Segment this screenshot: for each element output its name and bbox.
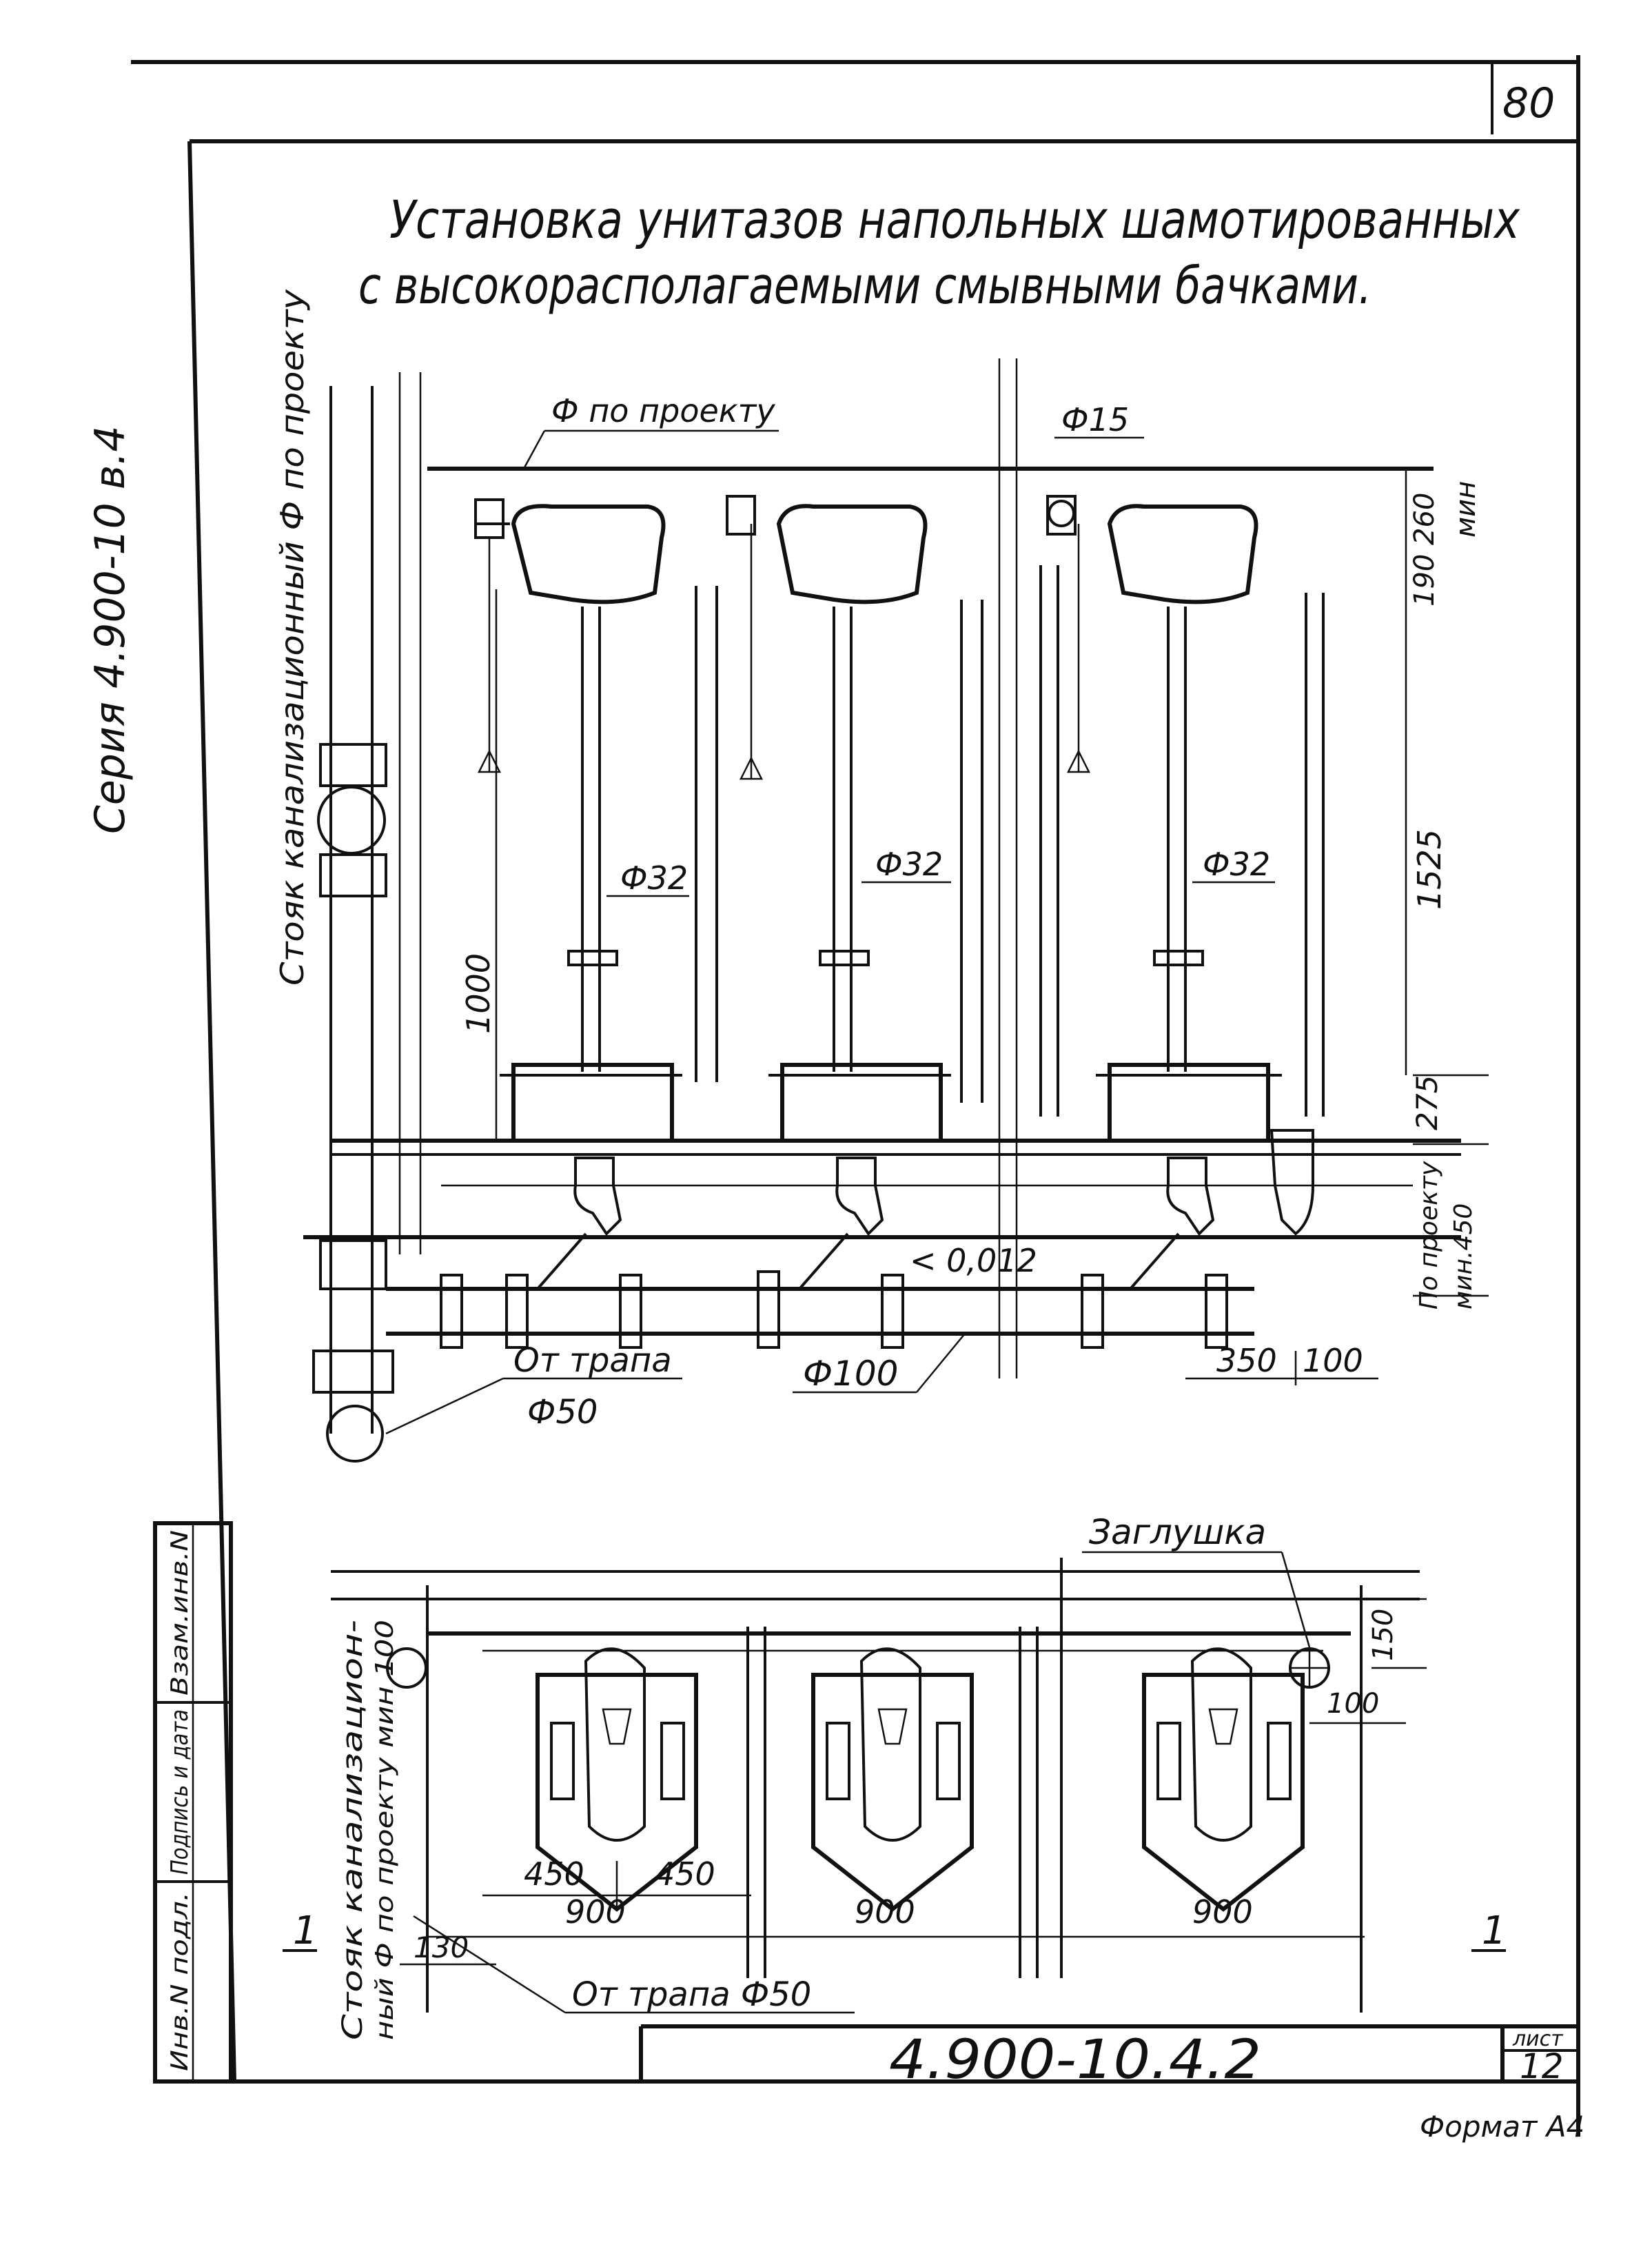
plan-dimensions: 150 100 450 450 900 900 900 130 [400,1598,1427,1966]
sewer-main-label: Ф100 [803,1354,898,1394]
supply-branch-label: Ф15 [1061,401,1129,438]
riser-plan-circle [386,1647,427,1689]
dim-350: 350 [1216,1342,1277,1379]
wc-unit-1: Ф32 [474,498,689,1236]
wc-plan-2 [811,1647,974,1912]
sheet-number: 80 [1502,79,1555,128]
stamp-inv-podl: Инв.N подл. [166,1892,194,2071]
flush-cistern-2 [776,504,928,604]
stamp-vzam-inv: Взам.инв.N [166,1530,194,1696]
title-line-2: с высокорасполагаемыми смывными бачками. [358,256,1371,316]
section-mark-left: 1 [293,1908,318,1953]
flush-pipe-3-label: Ф32 [1203,846,1270,883]
elevation-view: Стояк канализационный Ф по проекту Ф по … [274,289,1489,1463]
sheet-frame [131,55,1580,2137]
flush-cistern-3 [1107,504,1258,604]
dim-1525: 1525 [1411,829,1448,910]
sewer-riser [312,372,422,1463]
side-stamp: Инв.N подл. Подпись и дата Взам.инв.N [153,1521,233,2084]
wc-plan-1 [536,1647,698,1912]
wc-bowl-2 [780,1063,943,1143]
plan-riser-label-1: Стояк канализацион- [337,1620,369,2040]
doc-code: 4.900-10.4.2 [889,2029,1261,2091]
plan-from-trap-label: От трапа Ф50 [572,1975,811,2014]
dim-min-450: мин.450 [1449,1203,1478,1310]
sheet-label: лист [1512,2027,1564,2051]
dim-min: мин [1450,481,1482,538]
plug-label: Заглушка [1089,1512,1266,1552]
dim-450-left: 450 [524,1855,584,1893]
sewer-main [386,1232,1254,1349]
wc-unit-3: Ф32 [1039,495,1325,1236]
dim-450-right: 450 [655,1855,715,1893]
flush-pipe-2-label: Ф32 [875,846,943,883]
dim-130: 130 [414,1931,469,1964]
elevation-dimensions: 1000 190 260 мин 1525 275 По проекту мин… [460,469,1489,1385]
format-label: Формат А4 [1420,2110,1584,2144]
flush-cistern-1 [511,504,666,604]
from-trap-label: От трапа [513,1341,672,1380]
sheet-value: 12 [1520,2046,1564,2086]
title-block: 4.900-10.4.2 лист 12 [639,2024,1578,2091]
dim-275: 275 [1410,1075,1444,1130]
plan-view: Заглушка Стояк канализацион- ный Ф по пр… [283,1512,1507,2040]
wc-unit-2: Ф32 [695,495,983,1236]
from-trap-diameter: Ф50 [527,1393,598,1432]
dim-by-project: По проекту [1415,1161,1443,1310]
section-mark-right: 1 [1482,1908,1507,1953]
riser-label: Стояк канализационный Ф по проекту [274,289,311,986]
slope-label: < 0,012 [910,1242,1037,1279]
wc-bowl-3 [1108,1063,1270,1143]
dim-100-plan: 100 [1327,1688,1379,1720]
series-label: Серия 4.900-10 в.4 [86,426,134,835]
dim-100-elevation: 100 [1303,1342,1363,1379]
dim-150: 150 [1367,1609,1399,1661]
dim-900-b: 900 [855,1893,915,1931]
dim-900-a: 900 [565,1893,626,1931]
wc-bowl-1 [511,1063,674,1143]
dim-1000: 1000 [460,953,497,1034]
stamp-signature-date: Подпись и дата [166,1709,194,1875]
supply-pipe-label: Ф по проекту [551,392,775,429]
title-line-1: Установка унитазов напольных шамотирован… [389,189,1520,250]
wc-plan-3 [1142,1647,1305,1912]
plan-riser-label-2: ный Ф по проекту мин 100 [371,1620,399,2040]
dim-190-260: 190 260 [1409,493,1440,607]
dim-900-c: 900 [1192,1893,1253,1931]
flush-pipe-1-label: Ф32 [620,859,688,897]
